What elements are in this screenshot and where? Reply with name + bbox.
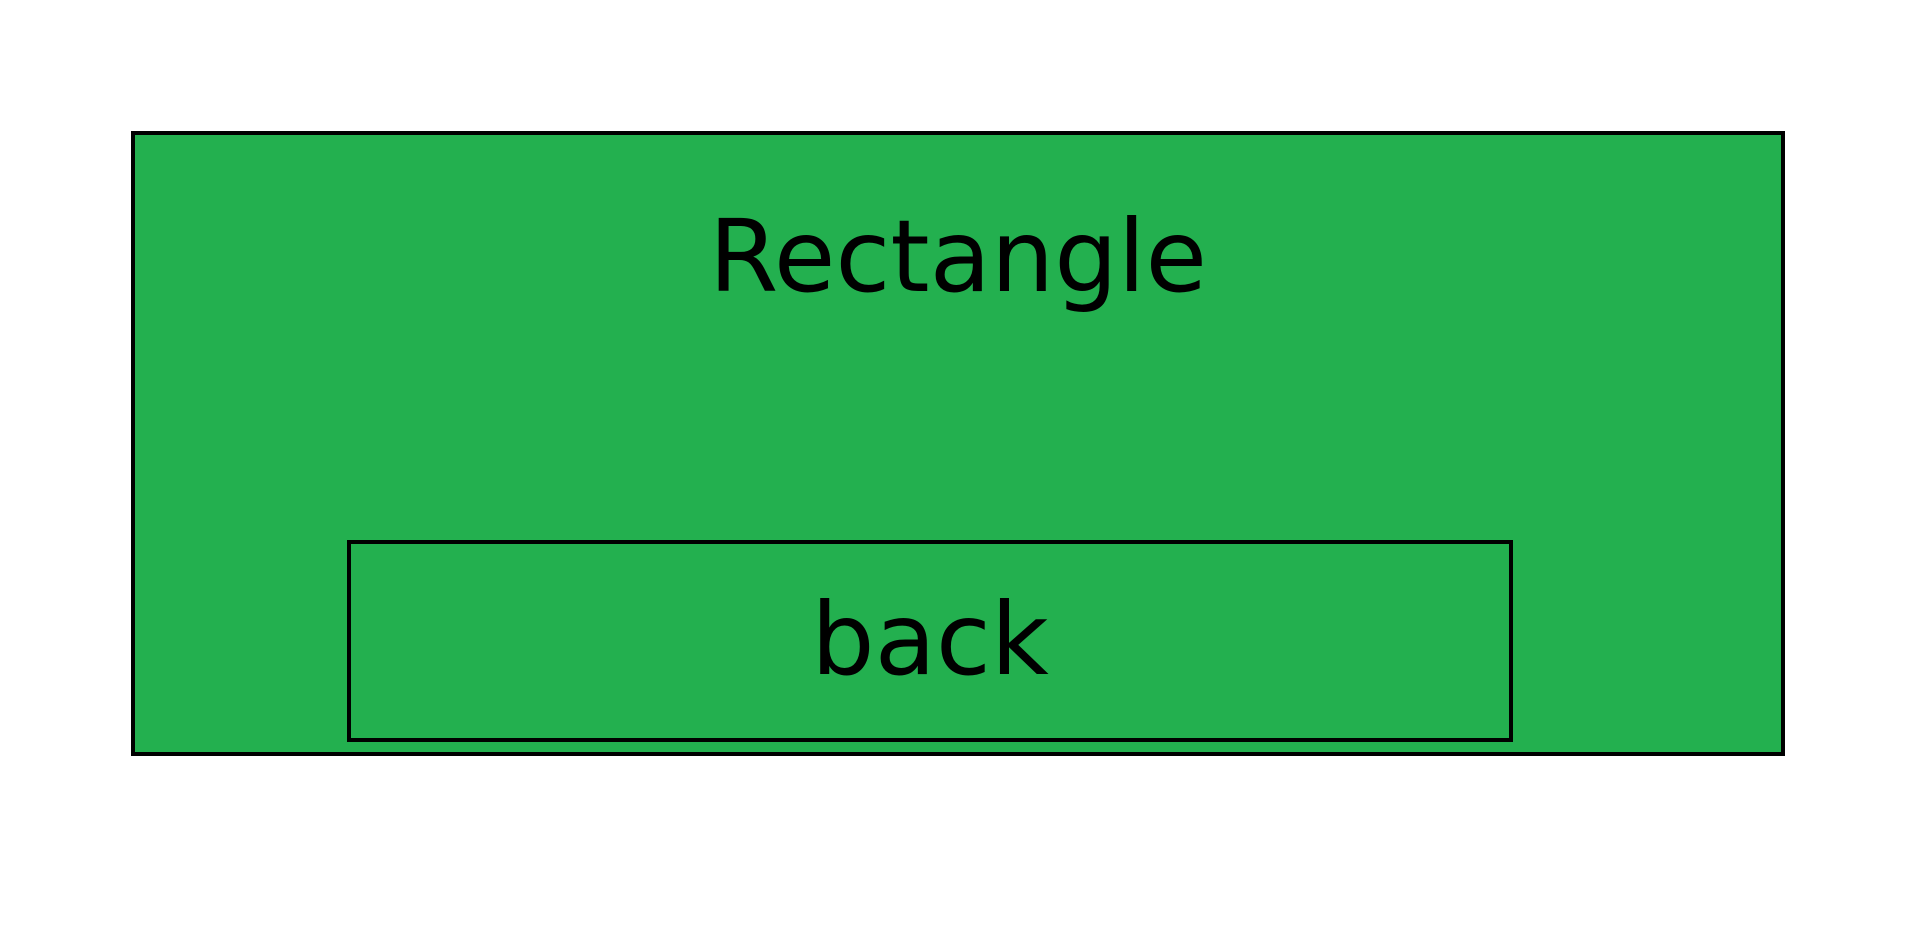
rectangle-label: Rectangle xyxy=(708,198,1208,315)
rectangle-shape: Rectangle back xyxy=(131,131,1785,756)
back-label: back xyxy=(811,581,1049,698)
back-button[interactable]: back xyxy=(347,540,1513,742)
